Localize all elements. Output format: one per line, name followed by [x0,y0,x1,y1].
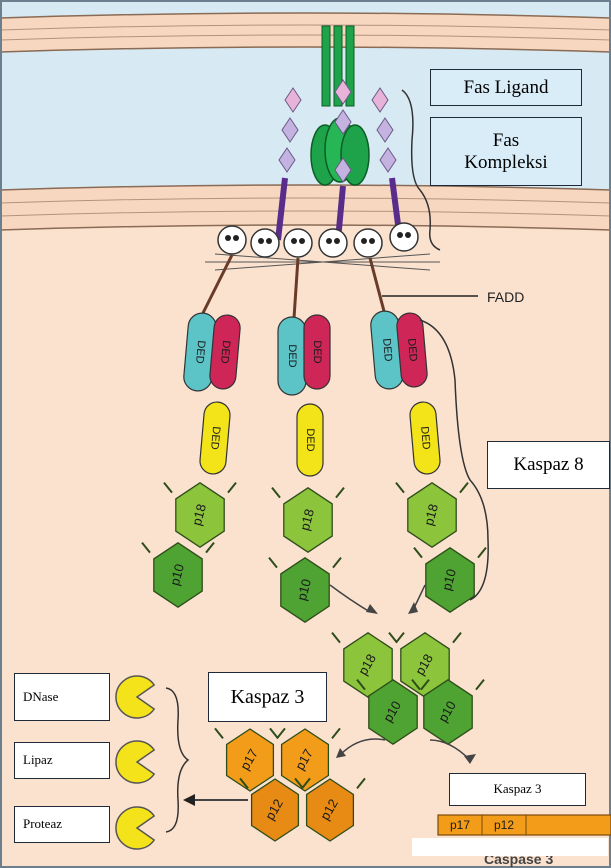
fadd-label: FADD [487,289,524,305]
kaspaz3-label: Kaspaz 3 [208,672,327,722]
procaspase3-bar: p17 p12 [438,815,611,835]
ded-yellow-3-label: DED [418,426,432,450]
ded-red-1-label: DED [218,340,232,364]
upper-membrane [0,13,611,52]
ded-red-3-label: DED [405,338,419,362]
ded-teal-1-label: DED [193,340,207,364]
fas-ligand-label: Fas Ligand [430,69,582,106]
fas-kompleksi-line2: Kompleksi [464,152,547,174]
lipaz-label: Lipaz [14,742,110,779]
kaspaz3-text: Kaspaz 3 [231,686,305,709]
ded-yellow-3: DED [409,401,441,475]
ded-red-2: DED [304,315,330,389]
kaspaz8-text: Kaspaz 8 [513,454,583,476]
proteaz-label: Proteaz [14,806,110,843]
ded-yellow-1-label: DED [208,426,222,450]
fas-kompleksi-line1: Fas [493,130,519,152]
ded-yellow-2-label: DED [304,428,316,451]
ded-teal-2-label: DED [286,344,298,367]
proteaz-text: Proteaz [23,817,62,832]
kaspaz3-small-text: Kaspaz 3 [493,782,541,797]
caption-cover [412,838,608,856]
kaspaz8-label: Kaspaz 8 [487,441,610,489]
ded-yellow-2: DED [297,404,323,476]
procaspase3-p17-label: p17 [450,818,470,832]
dnase-label: DNase [14,673,110,721]
fas-ligand-text: Fas Ligand [464,77,549,99]
lipaz-text: Lipaz [23,753,53,768]
dnase-text: DNase [23,690,58,705]
cell-membrane [0,185,611,230]
kaspaz3-small-label: Kaspaz 3 [449,773,586,806]
ded-teal-2: DED [278,317,306,395]
ded-teal-3-label: DED [380,338,394,362]
procaspase3-p12-label: p12 [494,818,514,832]
fas-kompleksi-label: Fas Kompleksi [430,117,582,186]
ded-yellow-1: DED [199,401,231,475]
ded-red-2-label: DED [311,340,323,363]
